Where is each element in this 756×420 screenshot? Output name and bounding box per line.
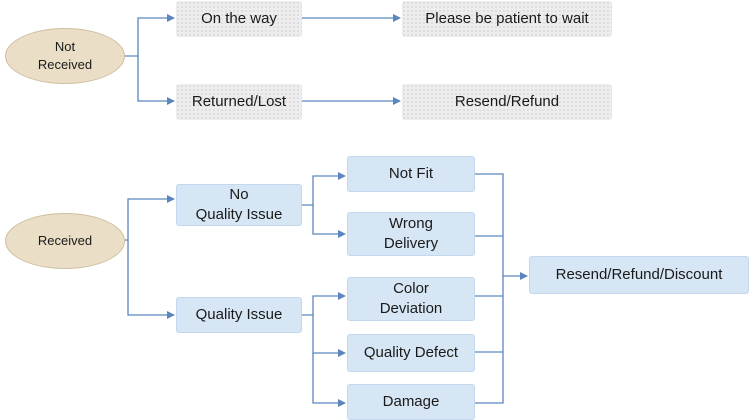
connector-to-quality-defect bbox=[312, 315, 346, 357]
connector-to-on-the-way bbox=[125, 14, 175, 57]
connector-to-color-deviation bbox=[302, 292, 346, 316]
not-received-node: Not Received bbox=[5, 28, 125, 84]
connector-to-damage bbox=[312, 353, 346, 407]
color-deviation-node: Color Deviation bbox=[347, 277, 475, 321]
quality-defect-node: Quality Defect bbox=[347, 334, 475, 372]
connector-to-wrong-delivery bbox=[312, 205, 346, 238]
wrong-delivery-node: Wrong Delivery bbox=[347, 212, 475, 256]
returned-lost-node: Returned/Lost bbox=[176, 84, 302, 120]
resend-refund-discount-node: Resend/Refund/Discount bbox=[529, 256, 749, 294]
no-quality-issue-node: No Quality Issue bbox=[176, 184, 302, 226]
please-wait-node: Please be patient to wait bbox=[402, 1, 612, 37]
damage-node: Damage bbox=[347, 384, 475, 420]
quality-issue-node: Quality Issue bbox=[176, 297, 302, 333]
resend-refund-node: Resend/Refund bbox=[402, 84, 612, 120]
on-the-way-node: On the way bbox=[176, 1, 302, 37]
connector-to-no-quality-issue bbox=[125, 195, 175, 241]
received-node: Received bbox=[5, 213, 125, 269]
connector-to-not-fit bbox=[302, 172, 346, 206]
connector-merge-bar bbox=[475, 173, 504, 404]
not-fit-node: Not Fit bbox=[347, 156, 475, 192]
connector-to-returned-lost bbox=[137, 56, 175, 105]
connector-to-quality-issue bbox=[127, 240, 175, 319]
